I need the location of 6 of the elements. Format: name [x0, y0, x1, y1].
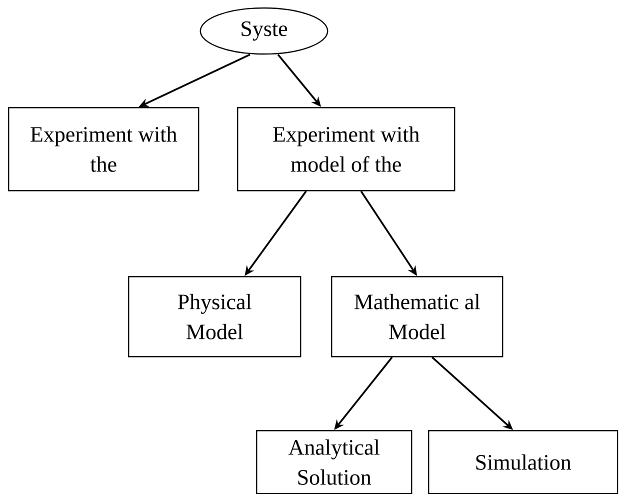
process-box: Simulation	[428, 430, 618, 494]
process-box: Experiment with model of the	[237, 107, 456, 192]
process-box: Physical Model	[128, 276, 302, 358]
process-box: Mathematic al Model	[331, 276, 504, 358]
process-box: Experiment with the	[8, 107, 200, 192]
process-box: Analytical Solution	[256, 430, 412, 494]
